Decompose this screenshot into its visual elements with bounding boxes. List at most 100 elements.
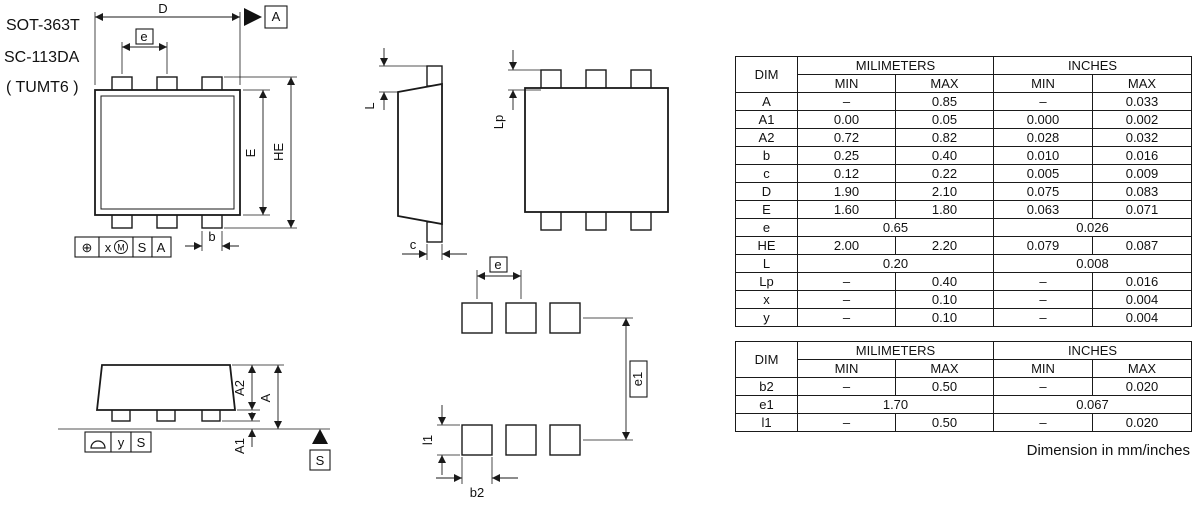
side-view: L c	[362, 48, 467, 260]
value-cell: 0.028	[993, 128, 1093, 147]
value-cell: 0.087	[1092, 236, 1192, 255]
column-header-inches: INCHES	[993, 56, 1192, 75]
dim-label-A2: A2	[232, 380, 247, 396]
column-header-dim: DIM	[735, 341, 798, 378]
dim-label-e-land: e	[494, 257, 501, 272]
column-header-max: MAX	[895, 359, 994, 378]
package-name-sc: SC-113DA	[4, 49, 80, 66]
table-row: b2 – 0.50 – 0.020	[735, 377, 1192, 396]
value-cell: 0.033	[1092, 92, 1192, 111]
table-row: HE 2.00 2.20 0.079 0.087	[735, 236, 1192, 255]
table-row: y – 0.10 – 0.004	[735, 308, 1192, 327]
value-cell: –	[797, 290, 896, 309]
datum-a-flag: A	[272, 9, 281, 24]
feature-control-frame-seating: y S	[84, 431, 152, 453]
value-cell: –	[797, 92, 896, 111]
dimension-unit-note: Dimension in mm/inches	[1026, 442, 1190, 459]
table-row: E 1.60 1.80 0.063 0.071	[735, 200, 1192, 219]
table-row: c 0.12 0.22 0.005 0.009	[735, 164, 1192, 183]
mmc-modifier: M	[117, 243, 125, 253]
fcf2-datum: S	[137, 435, 146, 450]
datum-a-arrow-icon	[244, 8, 262, 26]
dim-cell: A	[735, 92, 798, 111]
dim-label-e1: e1	[630, 372, 645, 386]
value-cell: 1.70	[797, 395, 994, 414]
dimension-table-land: DIM MILIMETERS INCHES MIN MAX MIN MAX b2…	[735, 341, 1192, 432]
seating-plane-symbol-icon	[90, 440, 106, 449]
value-cell: 0.026	[993, 218, 1192, 237]
value-cell: 0.016	[1092, 146, 1192, 165]
table-row: x – 0.10 – 0.004	[735, 290, 1192, 309]
dim-cell: A2	[735, 128, 798, 147]
value-cell: 0.079	[993, 236, 1093, 255]
dim-cell: y	[735, 308, 798, 327]
package-name-tumt: ( TUMT6 )	[6, 79, 79, 96]
value-cell: –	[797, 377, 896, 396]
value-cell: 1.80	[895, 200, 994, 219]
dim-label-c: c	[410, 237, 417, 252]
position-tolerance-icon: ⊕	[82, 240, 93, 255]
dim-cell: E	[735, 200, 798, 219]
value-cell: 0.016	[1092, 272, 1192, 291]
dim-label-E: E	[243, 148, 258, 157]
column-header-max: MAX	[1092, 74, 1192, 93]
column-header-inches: INCHES	[993, 341, 1192, 360]
value-cell: –	[797, 413, 896, 432]
column-header-min: MIN	[993, 74, 1093, 93]
value-cell: 0.20	[797, 254, 994, 273]
table-row: e1 1.70 0.067	[735, 395, 1192, 414]
datum-s-flag: S	[316, 453, 325, 468]
value-cell: 0.067	[993, 395, 1192, 414]
dim-label-A1: A1	[232, 438, 247, 454]
dim-label-L: L	[362, 102, 377, 109]
table-row: b 0.25 0.40 0.010 0.016	[735, 146, 1192, 165]
value-cell: 2.20	[895, 236, 994, 255]
table-row: A2 0.72 0.82 0.028 0.032	[735, 128, 1192, 147]
package-name-sot: SOT-363T	[6, 17, 80, 34]
table-row: L 0.20 0.008	[735, 254, 1192, 273]
dim-cell: l1	[735, 413, 798, 432]
value-cell: 2.10	[895, 182, 994, 201]
table-row: Lp – 0.40 – 0.016	[735, 272, 1192, 291]
dim-label-e: e	[140, 29, 147, 44]
value-cell: 2.00	[797, 236, 896, 255]
value-cell: 0.020	[1092, 377, 1192, 396]
dim-label-l1: l1	[420, 435, 435, 445]
dim-cell: D	[735, 182, 798, 201]
table-subheader-row: MIN MAX MIN MAX	[736, 74, 1192, 93]
column-header-dim: DIM	[735, 56, 798, 93]
value-cell: –	[993, 308, 1093, 327]
fcf1-datum-s: S	[138, 240, 147, 255]
value-cell: 0.000	[993, 110, 1093, 129]
table-subheader-row: MIN MAX MIN MAX	[736, 359, 1192, 378]
value-cell: 0.083	[1092, 182, 1192, 201]
value-cell: 0.82	[895, 128, 994, 147]
value-cell: 0.005	[993, 164, 1093, 183]
table-header-row: DIM MILIMETERS INCHES	[735, 56, 1192, 93]
value-cell: 0.071	[1092, 200, 1192, 219]
value-cell: 0.22	[895, 164, 994, 183]
package-outline-drawing: SOT-363T SC-113DA ( TUMT6 ) D A	[4, 1, 669, 500]
value-cell: 0.063	[993, 200, 1093, 219]
value-cell: 0.40	[895, 272, 994, 291]
value-cell: 0.008	[993, 254, 1192, 273]
dim-cell: A1	[735, 110, 798, 129]
table-row: A1 0.00 0.05 0.000 0.002	[735, 110, 1192, 129]
dim-cell: Lp	[735, 272, 798, 291]
table-row: A – 0.85 – 0.033	[735, 92, 1192, 111]
table-row: D 1.90 2.10 0.075 0.083	[735, 182, 1192, 201]
column-header-min: MIN	[797, 74, 896, 93]
value-cell: 0.009	[1092, 164, 1192, 183]
value-cell: –	[797, 272, 896, 291]
dim-label-b2: b2	[470, 485, 484, 500]
value-cell: 0.25	[797, 146, 896, 165]
feature-control-frame-position: ⊕ x M S A	[74, 236, 172, 258]
dimension-table-package: DIM MILIMETERS INCHES MIN MAX MIN MAX A …	[735, 56, 1192, 327]
dim-label-D: D	[158, 1, 167, 16]
dim-cell: c	[735, 164, 798, 183]
fcf2-tolerance: y	[118, 435, 125, 450]
value-cell: –	[993, 92, 1093, 111]
dim-cell: x	[735, 290, 798, 309]
value-cell: –	[993, 290, 1093, 309]
